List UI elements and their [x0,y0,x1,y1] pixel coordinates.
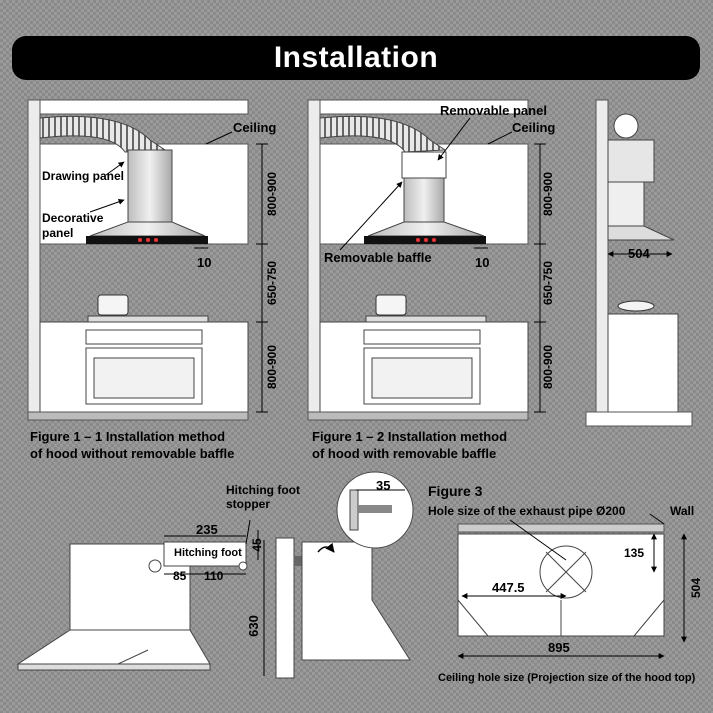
wall-leader [649,513,665,525]
stopper-label: Hitching foot [226,483,300,497]
side-floor [585,411,693,427]
decorative-panel-label: Decorative [42,211,104,225]
figure-3 [457,513,687,659]
figure-1-2-caption-2: of hood with removable baffle [312,446,496,461]
width-label: 235 [196,522,218,537]
decorative-panel-label-2: panel [42,226,73,240]
side-chimney-lower [607,181,645,227]
hood-seam [117,649,149,665]
hood-bottom-rim [17,663,211,671]
figure-3-caption: Ceiling hole size (Projection size of th… [438,672,696,684]
hole-size-label: Hole size of the exhaust pipe Ø200 [428,504,626,518]
dim-middle-label-2: 650-750 [541,261,555,305]
duct-end-icon [613,113,639,139]
hole-crosshair [545,551,587,593]
side-wall [595,99,609,416]
screw-icon [148,559,162,573]
control-button-icon [154,238,158,242]
drawing-panel-label: Drawing panel [42,169,124,183]
control-button-icon [432,238,436,242]
fold-line [633,599,665,637]
wok-icon [617,300,655,312]
offset2-label: 110 [204,569,224,583]
dim-upper-label-2: 800-900 [541,172,555,216]
side-hood [607,225,675,241]
wall-section [275,537,295,679]
dim-135-label: 135 [624,546,644,560]
control-button-icon [138,238,142,242]
cooktop [87,315,209,323]
removable-panel [401,151,447,179]
detail-gap-label: 35 [376,478,390,493]
removable-baffle-leader [339,181,403,251]
control-button-icon [146,238,150,242]
dim-upper-label: 800-900 [265,172,279,216]
pot-icon [97,294,129,316]
wall-label: Wall [670,504,694,518]
hitching-foot-label: Hitching foot [174,547,242,559]
ceiling-leader [205,131,233,145]
control-button-icon [416,238,420,242]
decorative-panel-leader [89,198,125,213]
floor [307,411,529,421]
stopper-label-2: stopper [226,497,270,511]
dim-middle-label: 650-750 [265,261,279,305]
dim-895-label: 895 [548,640,570,655]
figure-3-title: Figure 3 [428,483,483,499]
control-button-icon [424,238,428,242]
hitching-foot-diagram [16,471,414,679]
wall-strip [457,523,665,533]
stopper-leader [245,519,251,545]
ceiling-label: Ceiling [233,120,276,135]
hitching-foot-bracket [163,541,247,567]
detail-wall [349,489,359,531]
ceiling-leader [487,131,513,145]
screw-icon [238,561,248,571]
figure-1-1 [27,99,268,421]
gap-label: 10 [197,255,211,270]
dim-447-label: 447.5 [492,580,525,595]
oven-window [371,357,473,399]
cooktop [365,315,487,323]
left-wall [27,99,41,421]
chimney [127,149,173,223]
side-depth-label: 504 [628,246,650,261]
figure-1-2 [307,99,546,421]
drawing-panel-leader [105,161,125,176]
hole-leader [509,519,567,561]
wall-hook [294,556,302,566]
drawer [363,329,481,345]
side-view [585,99,693,427]
hood-side-outline [301,541,411,661]
height-label: 45 [250,538,264,552]
side-chimney-upper [607,139,655,183]
drawer [85,329,203,345]
left-wall [307,99,321,421]
ceiling-slab [27,99,249,115]
gap-label-2: 10 [475,255,489,270]
dim-lower-label-2: 800-900 [541,345,555,389]
ceiling-label-2: Ceiling [512,120,555,135]
fold-line [457,599,489,637]
figure-1-2-caption: Figure 1 – 2 Installation method [312,429,507,444]
dim-lower-label: 800-900 [265,345,279,389]
offset1-label: 85 [173,569,187,583]
pot-icon [375,294,407,316]
mount-height-label: 630 [246,615,261,637]
oven-window [93,357,195,399]
detail-bracket [358,505,392,513]
hang-arrow-icon [317,542,335,553]
side-cabinet [607,313,679,413]
removable-panel-leader [437,117,471,161]
figure-1-1-caption: Figure 1 – 1 Installation method [30,429,225,444]
removable-panel-label: Removable panel [440,103,547,118]
floor [27,411,249,421]
page-title: Installation [273,41,439,74]
title-banner: Installation [12,36,700,80]
removable-baffle-label: Removable baffle [324,250,432,265]
figure-1-1-caption-2: of hood without removable baffle [30,446,234,461]
dim-504-label: 504 [689,578,703,598]
chimney [403,177,445,223]
